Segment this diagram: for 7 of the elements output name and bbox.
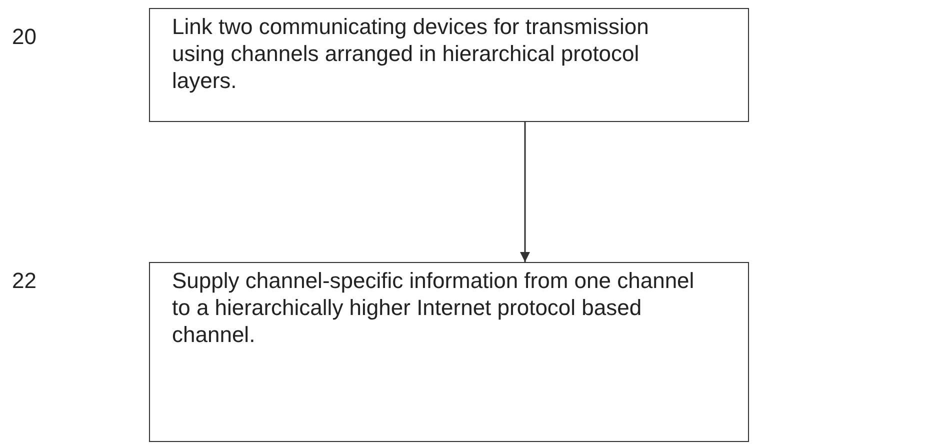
step-text: Link two communicating devices for transmission using channels arranged in hierarchical protocol layers. (172, 13, 650, 94)
step-text: Supply channel-specific information from one channel to a hierarchically higher Internet protocol based channel. (172, 267, 696, 348)
process-box (149, 262, 749, 442)
callout-number: 22 (12, 268, 36, 294)
process-box (149, 8, 749, 122)
arrow (520, 122, 530, 262)
callout-number: 20 (12, 24, 36, 50)
